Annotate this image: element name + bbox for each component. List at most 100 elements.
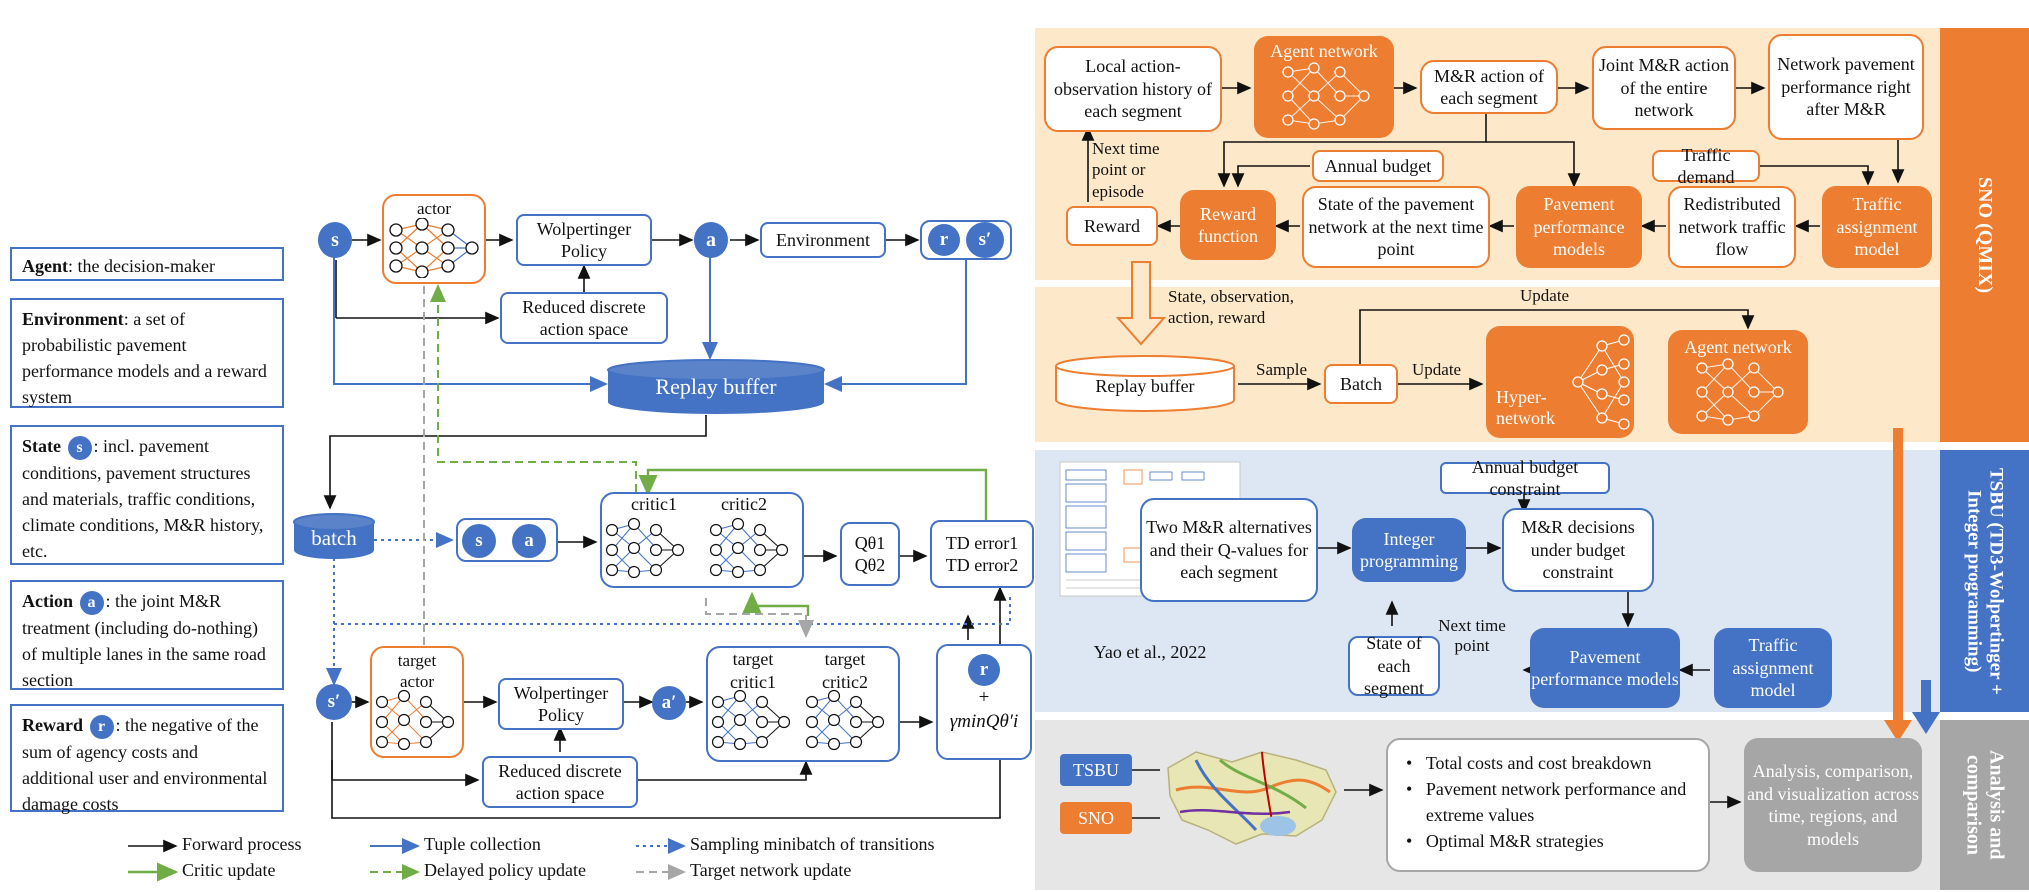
state-each-segment-box: State of each segment — [1348, 633, 1440, 698]
integer-programming-box: Integer programming — [1352, 518, 1466, 582]
local-history-box: Local action-observation history of each… — [1044, 46, 1222, 132]
reward-term: Reward — [22, 715, 83, 735]
sno-side-bar — [1940, 28, 2029, 442]
wolpertinger-policy-bottom: Wolpertinger Policy — [498, 678, 624, 730]
sno-replay-buffer-cylinder — [1055, 355, 1235, 412]
target-actor-label: target actor — [397, 651, 437, 692]
state-observation-label: State, observation, action, reward — [1168, 287, 1295, 328]
sno-replay-buffer-label: Replay buffer — [1095, 376, 1195, 396]
agent-term: Agent — [22, 256, 68, 276]
tsbu-tag: TSBU — [1060, 754, 1132, 786]
analysis-result-box: Analysis, comparison, and visualization … — [1744, 738, 1922, 872]
q2-label: Qθ2 — [854, 555, 886, 575]
next-time-point-label: Next time point or episode — [1092, 139, 1160, 201]
definition-action: Action a: the joint M&R treatment (inclu… — [10, 580, 284, 690]
tsbu-traffic-assignment-box: Traffic assignment model — [1714, 628, 1832, 708]
mr-decisions-box: M&R decisions under budget constraint — [1502, 508, 1654, 592]
td-error2-label: TD error2 — [945, 555, 1019, 575]
environment-text: : a set of probabilistic pavement perfor… — [22, 309, 267, 408]
mr-alternatives-box: Two M&R alternatives and their Q-values … — [1140, 498, 1318, 602]
definition-reward: Reward r: the negative of the sum of age… — [10, 704, 284, 814]
thumbnail-caption: Yao et al., 2022 — [1093, 642, 1207, 662]
critic1-label: critic1 — [631, 494, 677, 514]
reduced-action-space: Reduced discrete action space — [500, 292, 668, 344]
legend-forward-process: Forward process — [182, 834, 302, 854]
target-critic2-label: target critic2 — [822, 649, 868, 692]
target-reward-node: r — [968, 654, 1000, 686]
joint-mr-box: Joint M&R action of the entire network — [1592, 46, 1736, 130]
sno-side-label: SNO (QMIX) — [1974, 176, 1996, 294]
tsbu-next-time-label: Next time point — [1438, 616, 1506, 656]
annual-budget-constraint-box: Annual budget constraint — [1440, 457, 1610, 499]
target-critic1-label: target critic1 — [730, 649, 776, 692]
q-values: Qθ1 Qθ2 — [840, 522, 900, 586]
reward-symbol: r — [89, 714, 114, 739]
map-illustration — [1167, 751, 1337, 845]
redistributed-traffic-box: Redistributed network traffic flow — [1668, 186, 1796, 268]
state-text: : incl. pavement conditions, pavement st… — [22, 436, 264, 562]
agent-network-2-nn-icon — [1696, 358, 1784, 426]
batch-label: batch — [311, 526, 357, 550]
gamma-min-q: γminQθ′i — [949, 710, 1019, 732]
action-term: Action — [22, 591, 73, 611]
mr-action-box: M&R action of each segment — [1420, 60, 1558, 114]
state-symbol: s — [67, 435, 92, 460]
definition-agent: Agent: the decision-maker — [10, 247, 284, 281]
plus-sign: + — [978, 687, 990, 708]
actor-nn-icon — [389, 218, 479, 278]
target-nn-icons — [375, 689, 885, 751]
action-node: a — [694, 222, 728, 258]
agent-network-box: Agent network — [1254, 36, 1394, 138]
tsbu-pavement-models-box: Pavement performance models — [1530, 628, 1680, 708]
bullet-optimal-strategies: • Optimal M&R strategies — [1406, 831, 1604, 852]
annual-budget-box: Annual budget — [1312, 150, 1444, 182]
environment-node: Environment — [760, 222, 886, 258]
td-errors: TD error1 TD error2 — [930, 520, 1034, 588]
sample-label: Sample — [1256, 360, 1307, 379]
next-action-node: a′ — [652, 686, 686, 720]
update-mid-label: Update — [1412, 360, 1462, 379]
hypernetwork-nn-icon — [1572, 334, 1630, 430]
results-box: • Total costs and cost breakdown • Pavem… — [1386, 738, 1710, 872]
legend-tuple-collection: Tuple collection — [424, 834, 541, 854]
reward-function-box: Reward function — [1180, 190, 1276, 260]
batch-box: Batch — [1324, 364, 1398, 404]
state-term: State — [22, 436, 61, 456]
definition-state: State s: incl. pavement conditions, pave… — [10, 425, 284, 565]
agent-network-box-2: Agent network — [1668, 330, 1808, 434]
traffic-assignment-box: Traffic assignment model — [1822, 186, 1932, 268]
pair-state-node: s — [462, 524, 496, 558]
agent-network-nn-icon — [1282, 62, 1370, 130]
state-node: s — [318, 222, 352, 258]
target-value-box: r + γminQθ′i — [936, 644, 1032, 760]
legend-sampling-minibatch: Sampling minibatch of transitions — [690, 834, 935, 854]
environment-term: Environment — [22, 309, 124, 329]
definition-environment: Environment: a set of probabilistic pave… — [10, 298, 284, 408]
actor-label: actor — [417, 199, 451, 218]
action-symbol: a — [79, 590, 104, 615]
pavement-models-box: Pavement performance models — [1516, 186, 1642, 268]
hypernetwork-box: Hyper-network — [1486, 326, 1634, 438]
critic-nn-icons — [605, 517, 789, 579]
agent-text: : the decision-maker — [68, 256, 215, 276]
bullet-total-costs: • Total costs and cost breakdown — [1406, 753, 1652, 773]
analysis-side-label: Analysis and comparison — [1962, 750, 2008, 860]
bullet-network-performance: • Pavement network performance and extre… — [1406, 779, 1687, 826]
pair-action-node: a — [512, 524, 546, 558]
replay-buffer-label: Replay buffer — [655, 374, 777, 399]
reward-node: r — [928, 224, 960, 256]
reward-box: Reward — [1066, 206, 1158, 246]
analysis-side-bar — [1940, 720, 2029, 890]
network-performance-box: Network pavement performance right after… — [1768, 34, 1924, 140]
legend-critic-update: Critic update — [182, 860, 276, 880]
wolpertinger-policy: Wolpertinger Policy — [516, 214, 652, 266]
state-next-box: State of the pavement network at the nex… — [1302, 186, 1490, 268]
sno-tag: SNO — [1060, 802, 1132, 834]
next-state-node: s′ — [966, 222, 1004, 258]
reduced-action-space-bottom: Reduced discrete action space — [482, 756, 638, 808]
q1-label: Qθ1 — [854, 532, 886, 553]
action-text: : the joint M&R treatment (including do-… — [22, 591, 266, 691]
next-state-node-bottom: s′ — [316, 684, 352, 720]
td-error1-label: TD error1 — [945, 532, 1019, 553]
tsbu-side-bar — [1940, 450, 2029, 712]
